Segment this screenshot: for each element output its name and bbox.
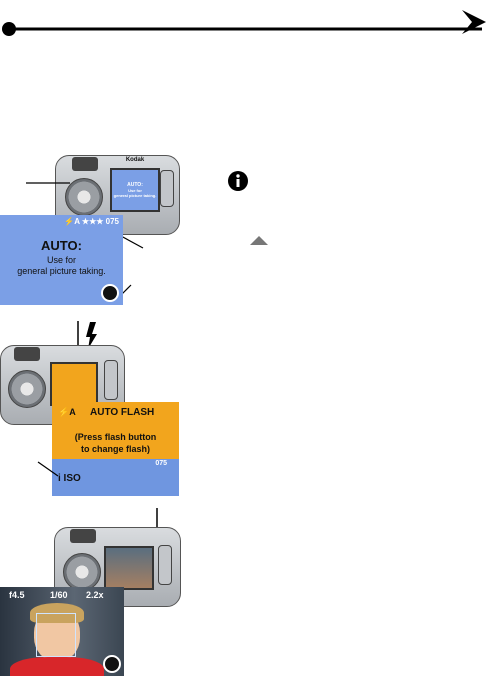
camera-brand: Kodak [125,157,145,163]
auto-line1: Use for [46,255,76,265]
flash-line2: to change flash) [80,444,150,454]
side-buttons-3[interactable] [158,545,172,585]
small-auto-title: AUTO: [127,182,143,188]
next-page-arrow-icon [462,10,486,34]
photo-mode-icon [103,655,121,673]
small-auto-l1: Use for [128,188,142,193]
auto-screen-large: ⚡A ★★★ 075 AUTO: Use for general picture… [0,215,123,305]
header-rule [2,10,486,36]
auto-status-bar: ⚡A ★★★ 075 [64,217,119,226]
photo-zoom: 2.2x [86,590,104,600]
child-shirt [10,657,104,676]
photo-shutter: 1/60 [50,590,68,600]
flash-screen-large: ⚡A AUTO FLASH (Press flash button to cha… [52,402,179,496]
lcd-small-3 [104,546,154,590]
viewfinder-3 [70,529,96,543]
flash-title: AUTO FLASH [90,407,155,418]
flash-line1: (Press flash button [74,432,157,442]
up-arrow-icon [250,236,268,245]
side-buttons-2[interactable] [104,360,118,400]
flash-status-bar: 075 i ISO [52,459,179,496]
side-buttons-1[interactable] [160,170,174,207]
info-icon [228,171,248,191]
auto-title: AUTO: [41,238,82,253]
photo-screen-large: f4.5 1/60 2.2x [0,587,124,676]
callout-line-2 [37,461,59,477]
lcd-small-1: Kodak AUTO: Use for general picture taki… [110,157,160,212]
auto-line2: general picture taking. [17,266,106,276]
flash-status-count: 075 [155,460,167,467]
control-dial-3[interactable] [63,553,101,591]
viewfinder-2 [14,347,40,361]
control-dial-1[interactable] [65,178,103,216]
flash-bolt-icon [86,322,97,349]
viewfinder-1 [72,157,98,171]
camera-mode-icon [101,284,119,302]
flash-mode-label: ⚡A [58,407,76,417]
bullet-dot-icon [2,22,16,36]
face-detect-box [36,613,76,657]
control-dial-2[interactable] [8,370,46,408]
small-auto-l2: general picture taking. [113,193,157,198]
photo-aperture: f4.5 [9,590,25,600]
lcd-small-2 [50,362,98,406]
flash-icon-row: i ISO [58,473,81,484]
